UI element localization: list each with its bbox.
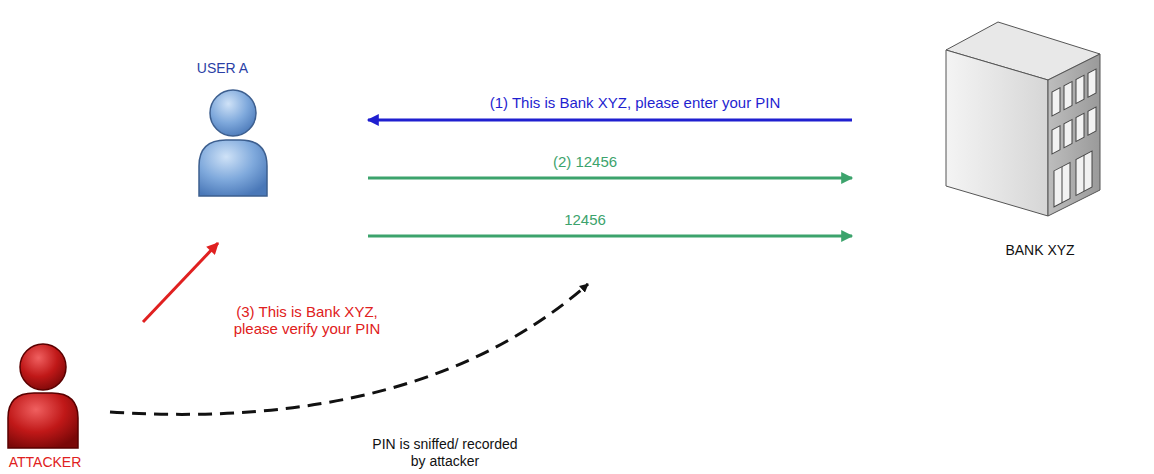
- message-arrow: [368, 177, 852, 180]
- edge-label: (3) This is Bank XYZ, please verify your…: [232, 303, 382, 337]
- node-label: USER A: [175, 60, 270, 76]
- user-icon: [199, 90, 267, 196]
- edge-label: 12456: [545, 211, 625, 228]
- message-arrow: [368, 119, 852, 122]
- bank-building: [946, 22, 1100, 216]
- note-label: PIN is sniffed/ recorded by attacker: [365, 436, 525, 470]
- message-arrow: [143, 243, 218, 322]
- edge-label: (1) This is Bank XYZ, please enter your …: [455, 94, 815, 111]
- sniff-path: [110, 284, 588, 414]
- message-arrow: [368, 235, 852, 238]
- node-label: ATTACKER: [0, 454, 90, 470]
- edge-label: (2) 12456: [525, 153, 645, 170]
- node-label: BANK XYZ: [980, 242, 1100, 258]
- bank-node: BANK XYZ: [855, 15, 1115, 265]
- attacker-node: ATTACKER: [0, 300, 140, 472]
- user-node: USER A: [175, 55, 365, 240]
- attacker-icon: [8, 344, 78, 448]
